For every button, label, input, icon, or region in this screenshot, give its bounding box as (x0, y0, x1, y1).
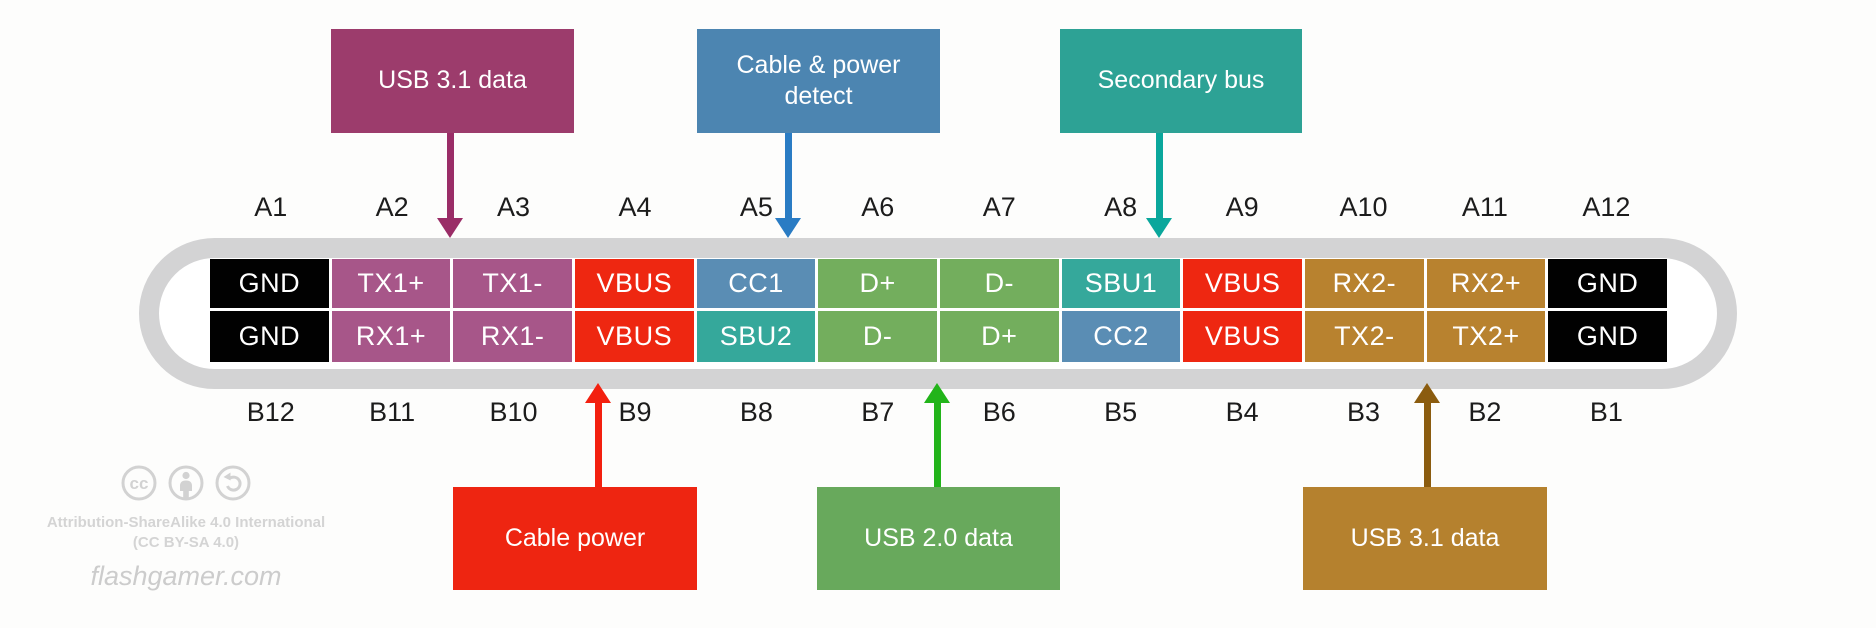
pin-a8-sbu1: SBU1 (1061, 259, 1181, 308)
pin-label-b2: B2 (1468, 397, 1502, 427)
arrow-head (924, 383, 950, 403)
pin-a12-gnd: GND (1548, 259, 1667, 308)
arrow-up-usb31-icon (1414, 383, 1440, 487)
pin-b8-sbu2: SBU2 (696, 311, 816, 362)
pin-b3-tx2n: TX2- (1304, 311, 1424, 362)
pin-label-a11: A11 (1461, 192, 1508, 222)
arrow-down-sbu-icon (1146, 133, 1172, 238)
pin-label-a6: A6 (861, 192, 895, 222)
pin-b12-gnd: GND (210, 311, 329, 362)
arrow-up-usb20-icon (924, 383, 950, 487)
arrow-shaft (1423, 403, 1431, 487)
pin-b11-rx1p: RX1+ (331, 311, 451, 362)
pin-b6-dp: D+ (939, 311, 1059, 362)
annotation-box-cable-power: Cable power (453, 487, 697, 590)
pin-label-a3: A3 (497, 192, 531, 222)
arrow-shaft (933, 403, 941, 487)
pin-label-a9: A9 (1225, 192, 1259, 222)
arrow-shaft (1155, 133, 1163, 218)
pin-b4-vbus: VBUS (1183, 311, 1302, 362)
cc-icon-row: cc (18, 464, 354, 502)
pin-label-a8: A8 (1104, 192, 1138, 222)
pin-label-a1: A1 (254, 192, 288, 222)
pin-a7-dn: D- (939, 259, 1059, 308)
pin-a11-rx2p: RX2+ (1426, 259, 1546, 308)
pin-a2-tx1p: TX1+ (331, 259, 451, 308)
pin-label-b3: B3 (1346, 397, 1381, 427)
pin-b2-tx2p: TX2+ (1426, 311, 1546, 362)
pin-b9-vbus: VBUS (574, 311, 694, 362)
share-alike-icon (215, 465, 251, 501)
pin-label-b10: B10 (489, 397, 538, 427)
pin-label-row-a: A1 A2 A3 A4 A5 A6 A7 A8 A9 A10 A11 A12 (210, 192, 1667, 224)
pin-b7-dn: D- (818, 311, 937, 362)
pin-label-b5: B5 (1104, 397, 1138, 427)
pin-label-b6: B6 (982, 397, 1016, 427)
pin-label-b4: B4 (1225, 397, 1259, 427)
pin-a6-dp: D+ (818, 259, 937, 308)
pin-label-b11: B11 (369, 397, 416, 427)
arrow-head (437, 218, 463, 238)
annotation-box-secondary-bus: Secondary bus (1060, 29, 1302, 133)
arrow-shaft (784, 133, 792, 218)
annotation-box-cable-power-detect: Cable & power detect (697, 29, 940, 133)
attribution-icon (168, 465, 204, 501)
arrow-down-cc-icon (775, 133, 801, 238)
pin-label-a5: A5 (739, 192, 773, 222)
arrow-head (775, 218, 801, 238)
pin-label-a7: A7 (982, 192, 1016, 222)
arrow-head (585, 383, 611, 403)
pin-strip: GND TX1+ TX1- VBUS CC1 D+ D- SBU1 VBUS R… (210, 259, 1667, 362)
cc-icon: cc (121, 465, 157, 501)
pin-b1-gnd: GND (1548, 311, 1667, 362)
pin-label-a10: A10 (1339, 192, 1388, 222)
pin-b10-rx1n: RX1- (453, 311, 572, 362)
annotation-box-usb31-data-top: USB 3.1 data (331, 29, 574, 133)
arrow-shaft (446, 133, 454, 218)
license-short: (CC BY-SA 4.0) (132, 534, 240, 552)
arrow-head (1146, 218, 1172, 238)
pin-b5-cc2: CC2 (1061, 311, 1181, 362)
pin-label-b12: B12 (246, 397, 295, 427)
pin-a10-rx2n: RX2- (1304, 259, 1424, 308)
arrow-up-cable-power-icon (585, 383, 611, 487)
pin-a3-tx1n: TX1- (453, 259, 572, 308)
pin-a1-gnd: GND (210, 259, 329, 308)
pin-label-a12: A12 (1582, 192, 1631, 222)
license-watermark: cc Attribution-ShareAlike 4.0 Internatio… (18, 464, 354, 592)
svg-text:cc: cc (130, 474, 149, 493)
pin-label-row-b: B12 B11 B10 B9 B8 B7 B6 B5 B4 B3 B2 B1 (210, 397, 1667, 429)
annotation-box-usb20-data: USB 2.0 data (817, 487, 1060, 590)
pin-a9-vbus: VBUS (1183, 259, 1302, 308)
pin-a4-vbus: VBUS (574, 259, 694, 308)
arrow-down-usb31-icon (437, 133, 463, 238)
pin-label-b1: B1 (1589, 397, 1623, 427)
pin-label-b8: B8 (739, 397, 773, 427)
arrow-head (1414, 383, 1440, 403)
arrow-shaft (594, 403, 602, 487)
site-credit: flashgamer.com (90, 560, 282, 591)
pin-label-a2: A2 (375, 192, 409, 222)
pin-a5-cc1: CC1 (696, 259, 816, 308)
pin-label-b9: B9 (618, 397, 652, 427)
annotation-box-usb31-data-bottom: USB 3.1 data (1303, 487, 1547, 590)
pin-label-b7: B7 (861, 397, 895, 427)
pin-label-a4: A4 (618, 192, 652, 222)
license-name: Attribution-ShareAlike 4.0 International (46, 514, 326, 531)
